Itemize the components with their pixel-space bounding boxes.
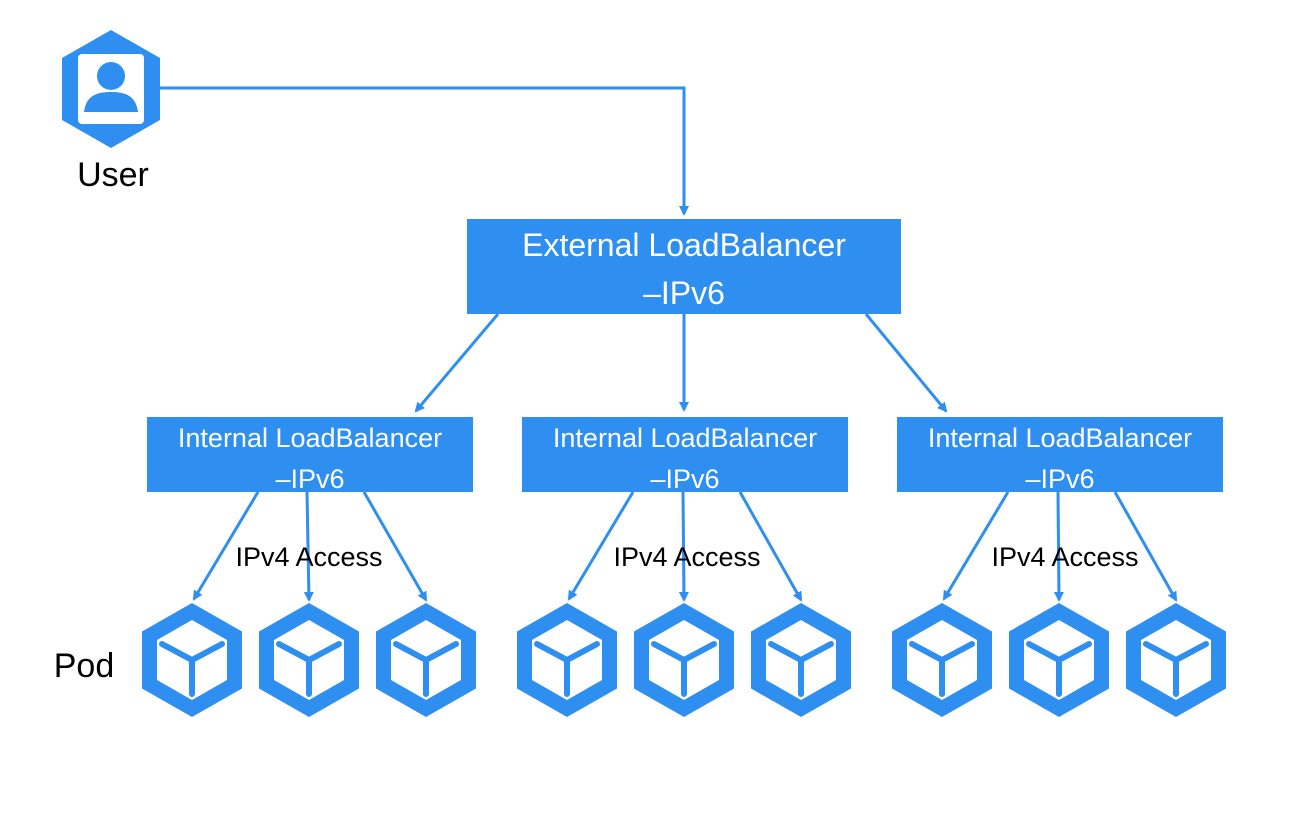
lb3-to-pod7-arrow	[942, 491, 1010, 601]
lb2-to-pod4-arrow	[567, 491, 635, 601]
external-lb-title: External LoadBalancer	[522, 227, 846, 263]
external-loadbalancer: External LoadBalancer –IPv6	[467, 219, 901, 314]
internal-loadbalancer-3: Internal LoadBalancer –IPv6	[897, 417, 1223, 494]
pod-cube-icon	[517, 603, 617, 717]
lb1-to-pod2-arrow	[303, 491, 314, 602]
pod-label: Pod	[54, 647, 115, 685]
internal-loadbalancer-1: Internal LoadBalancer –IPv6	[147, 417, 473, 494]
pod-cube-icon	[1126, 603, 1226, 717]
pod-cube-icon	[634, 603, 734, 717]
user-icon	[62, 30, 160, 148]
user-label: User	[77, 156, 149, 194]
external-lb-subtitle: –IPv6	[643, 275, 725, 311]
lb2-to-pod5-arrow	[678, 491, 689, 602]
pod-cube-icon	[376, 603, 476, 717]
pod-cube-icon	[1009, 603, 1109, 717]
external-to-internal-1-arrow	[414, 313, 500, 413]
internal-lb-3-title: Internal LoadBalancer	[928, 423, 1192, 453]
pod-cube-icon	[259, 603, 359, 717]
internal-lb-2-subtitle: –IPv6	[650, 464, 719, 494]
internal-lb-2-title: Internal LoadBalancer	[553, 423, 817, 453]
lb3-to-pod9-arrow	[1113, 491, 1178, 602]
external-to-internal-3-arrow	[864, 313, 948, 413]
internal-lb-1-title: Internal LoadBalancer	[178, 423, 442, 453]
lb1-to-pod3-arrow	[362, 491, 428, 602]
internal-lb-3-subtitle: –IPv6	[1025, 464, 1094, 494]
ipv4-access-label-1: IPv4 Access	[235, 542, 382, 572]
pod-cube-icon	[142, 603, 242, 717]
lb1-to-pod1-arrow	[192, 491, 260, 601]
lb3-to-pod8-arrow	[1053, 491, 1064, 602]
pod-cube-icon	[892, 603, 992, 717]
ipv4-access-label-3: IPv4 Access	[991, 542, 1138, 572]
lb2-to-pod6-arrow	[738, 491, 803, 602]
pod-cube-icon	[751, 603, 851, 717]
pods-group	[142, 603, 1226, 717]
ipv4-access-label-2: IPv4 Access	[613, 542, 760, 572]
user-to-external-lb-arrow	[160, 86, 689, 216]
internal-loadbalancer-2: Internal LoadBalancer –IPv6	[522, 417, 848, 494]
internal-lb-1-subtitle: –IPv6	[275, 464, 344, 494]
